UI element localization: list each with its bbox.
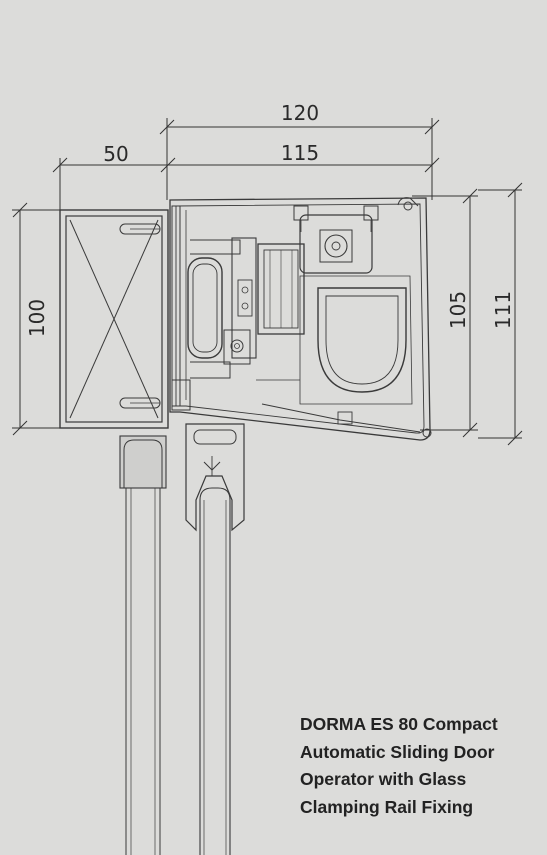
dimension-105-label: 105: [446, 291, 470, 329]
fixed-glass-panel: [119, 435, 167, 855]
transom-section: [59, 209, 169, 429]
dimension-100: [12, 202, 60, 436]
dimension-120-label: 120: [281, 101, 319, 125]
dimension-100-label: 100: [25, 299, 49, 337]
caption-line-4: Clamping Rail Fixing: [300, 796, 474, 817]
caption-line-3: Operator with Glass: [300, 769, 467, 789]
caption-line-2: Automatic Sliding Door: [300, 741, 495, 762]
dimension-111: [478, 182, 523, 446]
dimension-115-label: 115: [281, 141, 319, 165]
caption: DORMA ES 80 Compact Automatic Sliding Do…: [300, 711, 498, 821]
dimension-120: [159, 118, 440, 200]
dimension-111-label: 111: [491, 291, 515, 329]
caption-line-1: DORMA ES 80 Compact: [300, 714, 498, 734]
dimension-50-label: 50: [103, 142, 128, 166]
sliding-glass-panel: [185, 423, 245, 855]
operator-housing: [169, 197, 432, 441]
dimension-50: [52, 157, 168, 210]
